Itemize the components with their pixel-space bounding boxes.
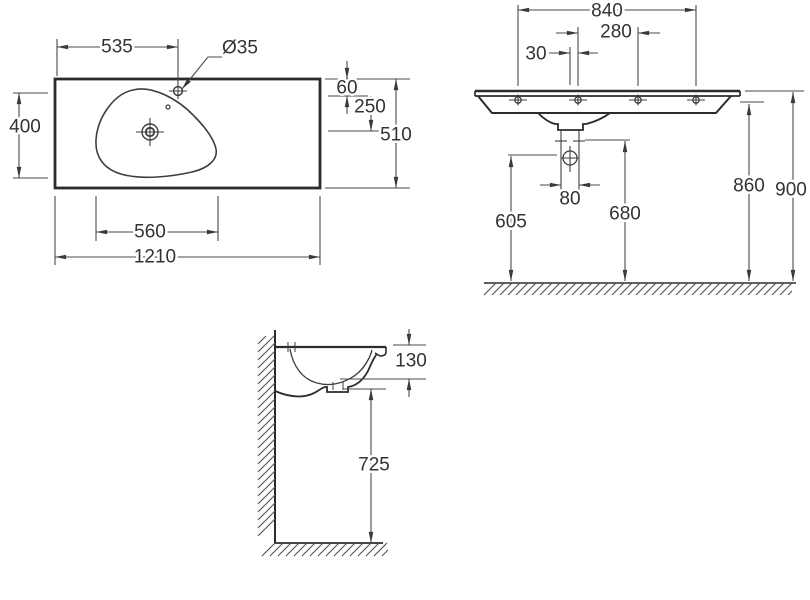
plan-extension-lines (13, 39, 410, 265)
dim-label-faucet-to-drain: 250 (354, 97, 386, 118)
dim-label-edge-to-faucet: 60 (336, 78, 357, 99)
drain-symbol (136, 118, 164, 146)
basin-front-outline (474, 89, 741, 131)
side-view: 130 725 (257, 329, 429, 557)
wall-hatching (257, 335, 276, 537)
dim-label-bowl-width: 560 (134, 222, 166, 243)
basin-bowl-outline (95, 88, 218, 179)
fixing-hole-symbols (509, 94, 705, 106)
bowl-rim-inner-line (350, 349, 373, 379)
faucet-hole-symbol (169, 83, 187, 99)
front-view: 840 280 30 80 605 680 860 900 (474, 0, 809, 296)
dim-label-rim-to-faucet: 535 (101, 37, 133, 58)
dim-label-drain-pipe-width: 80 (559, 189, 580, 210)
dim-label-drain-offset: 30 (525, 44, 546, 65)
drain-pipe-symbol (555, 130, 585, 190)
dim-label-faucet-hole-diameter: Ø35 (222, 38, 258, 59)
faucet-diameter-leader (181, 56, 222, 90)
dim-label-overall-depth: 510 (380, 125, 412, 146)
fixing-hole-symbol (629, 94, 647, 106)
fixing-hole-symbol (569, 94, 587, 106)
dim-label-floor-to-drain: 680 (609, 204, 641, 225)
side-dimension-lines (368, 329, 412, 543)
front-extension-lines (508, 5, 804, 156)
dim-label-bowl-depth: 400 (9, 117, 41, 138)
overflow-hole-symbol (165, 104, 171, 110)
fixing-hole-symbol (509, 94, 527, 106)
front-dimension-lines (508, 7, 796, 281)
countertop-outline (53, 77, 322, 190)
dim-label-floor-to-trap: 605 (495, 212, 527, 233)
dim-label-floor-to-underside: 860 (733, 176, 765, 197)
side-floor-hatching (261, 542, 389, 557)
dim-label-fixing-holes-span: 840 (591, 1, 623, 22)
plan-view: 535 Ø35 400 60 250 510 560 1210 (7, 34, 415, 270)
dim-label-hole-spacing: 280 (600, 22, 632, 43)
dim-label-floor-clearance: 725 (358, 455, 390, 476)
dim-label-floor-to-rim: 900 (775, 180, 807, 201)
fixing-hole-symbol (687, 94, 705, 106)
floor-hatching (483, 282, 793, 296)
plan-dimension-lines (16, 44, 399, 260)
basin-section-outline (274, 342, 387, 398)
dim-label-basin-thickness: 130 (395, 351, 427, 372)
dim-label-overall-width: 1210 (134, 247, 176, 268)
